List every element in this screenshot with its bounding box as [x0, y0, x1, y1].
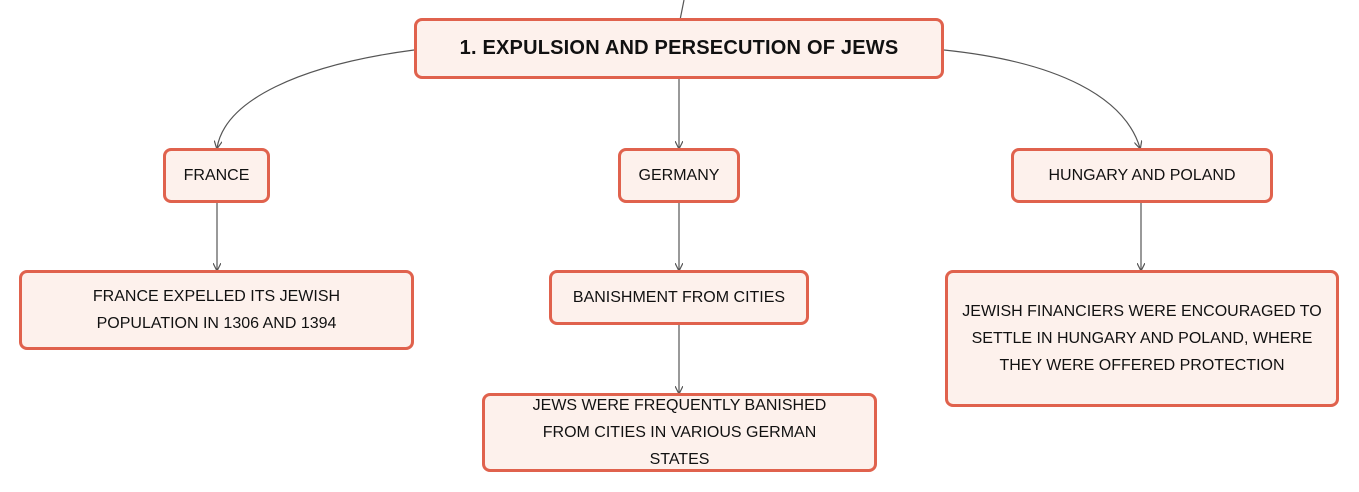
hungary-detail-label: JEWISH FINANCIERS WERE ENCOURAGED TO SET…	[962, 303, 1322, 374]
branch-node-germany[interactable]: GERMANY	[618, 148, 740, 203]
connector-incoming	[679, 0, 685, 21]
root-topic-node[interactable]: 1. EXPULSION AND PERSECUTION OF JEWS	[414, 18, 944, 79]
france-detail-node[interactable]: FRANCE EXPELLED ITS JEWISH POPULATION IN…	[19, 270, 414, 350]
connector-root-hungary	[943, 49, 1140, 148]
branch-node-hungary-poland[interactable]: HUNGARY AND POLAND	[1011, 148, 1273, 203]
branch-label-germany: GERMANY	[638, 167, 720, 184]
branch-label-hungary-poland: HUNGARY AND POLAND	[1048, 167, 1236, 184]
france-detail-label: FRANCE EXPELLED ITS JEWISH POPULATION IN…	[92, 288, 341, 332]
banishment-label: BANISHMENT FROM CITIES	[572, 289, 786, 306]
branch-node-france[interactable]: FRANCE	[163, 148, 270, 203]
germany-detail-node[interactable]: JEWS WERE FREQUENTLY BANISHED FROM CITIE…	[482, 393, 877, 472]
connector-root-france	[217, 49, 415, 148]
banishment-node[interactable]: BANISHMENT FROM CITIES	[549, 270, 809, 325]
branch-label-france: FRANCE	[183, 167, 250, 184]
germany-detail-label: JEWS WERE FREQUENTLY BANISHED FROM CITIE…	[532, 397, 827, 468]
hungary-detail-node[interactable]: JEWISH FINANCIERS WERE ENCOURAGED TO SET…	[945, 270, 1339, 407]
root-topic-label: 1. EXPULSION AND PERSECUTION OF JEWS	[459, 37, 899, 59]
